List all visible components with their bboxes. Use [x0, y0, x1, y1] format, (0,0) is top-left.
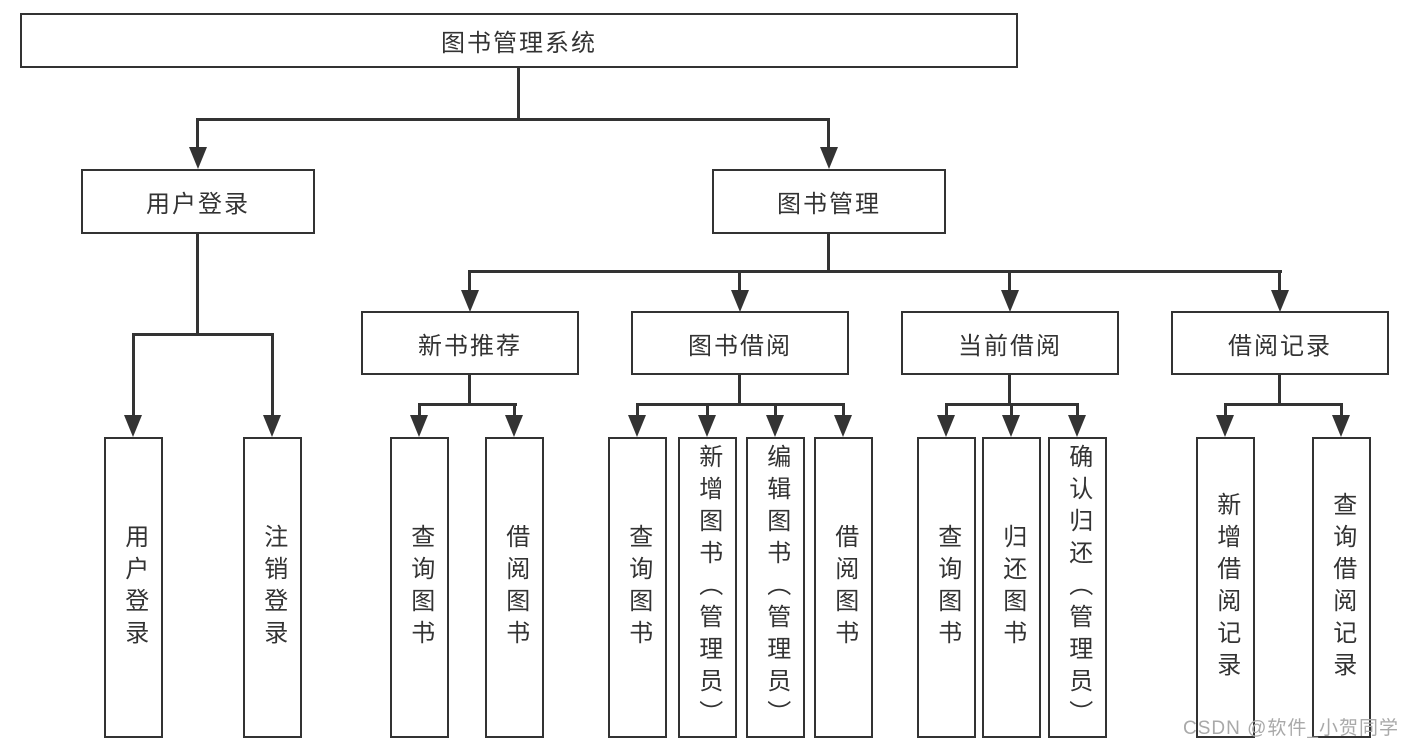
connector-new-book-rail	[418, 403, 517, 406]
arrow-down-icon	[1332, 415, 1350, 437]
connector-drop-leaf	[636, 403, 639, 419]
node-user-login: 用户登录	[81, 169, 315, 234]
connector-drop-leaf	[271, 333, 274, 417]
connector-book-borrow-stem	[738, 373, 741, 406]
node-current-borrowing: 当前借阅	[901, 311, 1119, 375]
arrow-down-icon	[1002, 415, 1020, 437]
leaf-user-login-label: 用户登录	[120, 523, 148, 652]
connector-drop-leaf	[842, 403, 845, 419]
connector-book-borrow-rail	[636, 403, 845, 406]
connector-user-login-stem	[196, 232, 199, 336]
connector-drop-lvl3	[1008, 270, 1011, 294]
node-root: 图书管理系统	[20, 13, 1018, 68]
connector-current-borrow-stem	[1008, 373, 1011, 406]
arrow-down-icon	[263, 415, 281, 437]
arrow-down-icon	[937, 415, 955, 437]
connector-book-management-rail	[468, 270, 1282, 273]
node-book-management-label: 图书管理	[777, 191, 881, 218]
arrow-down-icon	[505, 415, 523, 437]
leaf-add-borrow-record-label: 新增借阅记录	[1212, 491, 1240, 684]
leaf-add-book-admin-label: 新增图书（管理员）	[694, 443, 722, 732]
connector-borrow-records-rail	[1224, 403, 1343, 406]
arrow-down-icon	[628, 415, 646, 437]
connector-borrow-records-stem	[1278, 373, 1281, 406]
connector-drop-lvl3	[468, 270, 471, 294]
leaf-add-borrow-record: 新增借阅记录	[1196, 437, 1255, 738]
connector-drop-leaf	[1340, 403, 1343, 419]
connector-drop-leaf	[1010, 403, 1013, 419]
leaf-logout: 注销登录	[243, 437, 302, 738]
arrow-down-icon	[820, 147, 838, 169]
connector-drop-book-management	[827, 118, 830, 151]
arrow-down-icon	[1216, 415, 1234, 437]
leaf-borrow-books-2: 借阅图书	[814, 437, 873, 738]
arrow-down-icon	[1001, 290, 1019, 312]
leaf-query-books-1-label: 查询图书	[406, 523, 434, 652]
arrow-down-icon	[698, 415, 716, 437]
leaf-borrow-books-1: 借阅图书	[485, 437, 544, 738]
node-current-borrowing-label: 当前借阅	[958, 332, 1062, 360]
leaf-query-books-1: 查询图书	[390, 437, 449, 738]
connector-new-book-stem	[468, 373, 471, 406]
node-borrowing-records: 借阅记录	[1171, 311, 1389, 375]
leaf-confirm-return-admin-label: 确认归还（管理员）	[1064, 443, 1092, 732]
connector-drop-user-login	[196, 118, 199, 151]
arrow-down-icon	[124, 415, 142, 437]
node-new-book-recommend: 新书推荐	[361, 311, 579, 375]
node-user-login-label: 用户登录	[146, 191, 250, 218]
leaf-query-borrow-record-label: 查询借阅记录	[1328, 491, 1356, 684]
connector-drop-lvl3	[738, 270, 741, 294]
connector-user-login-rail	[132, 333, 274, 336]
leaf-borrow-books-1-label: 借阅图书	[501, 523, 529, 652]
connector-drop-leaf	[774, 403, 777, 419]
leaf-user-login: 用户登录	[104, 437, 163, 738]
arrow-down-icon	[766, 415, 784, 437]
leaf-query-books-3: 查询图书	[917, 437, 976, 738]
connector-drop-leaf	[513, 403, 516, 419]
arrow-down-icon	[410, 415, 428, 437]
leaf-query-books-2: 查询图书	[608, 437, 667, 738]
leaf-return-books-label: 归还图书	[998, 523, 1026, 652]
leaf-confirm-return-admin: 确认归还（管理员）	[1048, 437, 1107, 738]
arrow-down-icon	[731, 290, 749, 312]
arrow-down-icon	[1271, 290, 1289, 312]
leaf-return-books: 归还图书	[982, 437, 1041, 738]
leaf-query-borrow-record: 查询借阅记录	[1312, 437, 1371, 738]
leaf-add-book-admin: 新增图书（管理员）	[678, 437, 737, 738]
arrow-down-icon	[461, 290, 479, 312]
connector-book-management-stem	[827, 232, 830, 273]
node-book-management: 图书管理	[712, 169, 946, 234]
connector-drop-leaf	[418, 403, 421, 419]
node-book-borrowing-label: 图书借阅	[688, 332, 792, 360]
arrow-down-icon	[1068, 415, 1086, 437]
connector-root-stem	[517, 68, 520, 120]
csdn-watermark: CSDN @软件_小贺同学	[1183, 718, 1399, 739]
leaf-logout-label: 注销登录	[259, 523, 287, 652]
leaf-query-books-2-label: 查询图书	[624, 523, 652, 652]
leaf-edit-book-admin: 编辑图书（管理员）	[746, 437, 805, 738]
connector-root-rail	[196, 118, 830, 121]
arrow-down-icon	[189, 147, 207, 169]
arrow-down-icon	[834, 415, 852, 437]
leaf-borrow-books-2-label: 借阅图书	[830, 523, 858, 652]
connector-drop-lvl3	[1278, 270, 1281, 294]
connector-drop-leaf	[945, 403, 948, 419]
node-root-label: 图书管理系统	[441, 30, 597, 57]
node-borrowing-records-label: 借阅记录	[1228, 332, 1332, 360]
connector-drop-leaf	[132, 333, 135, 417]
node-book-borrowing: 图书借阅	[631, 311, 849, 375]
connector-drop-leaf	[706, 403, 709, 419]
node-new-book-recommend-label: 新书推荐	[418, 332, 522, 360]
leaf-edit-book-admin-label: 编辑图书（管理员）	[762, 443, 790, 732]
connector-drop-leaf	[1224, 403, 1227, 419]
connector-drop-leaf	[1076, 403, 1079, 419]
leaf-query-books-3-label: 查询图书	[933, 523, 961, 652]
